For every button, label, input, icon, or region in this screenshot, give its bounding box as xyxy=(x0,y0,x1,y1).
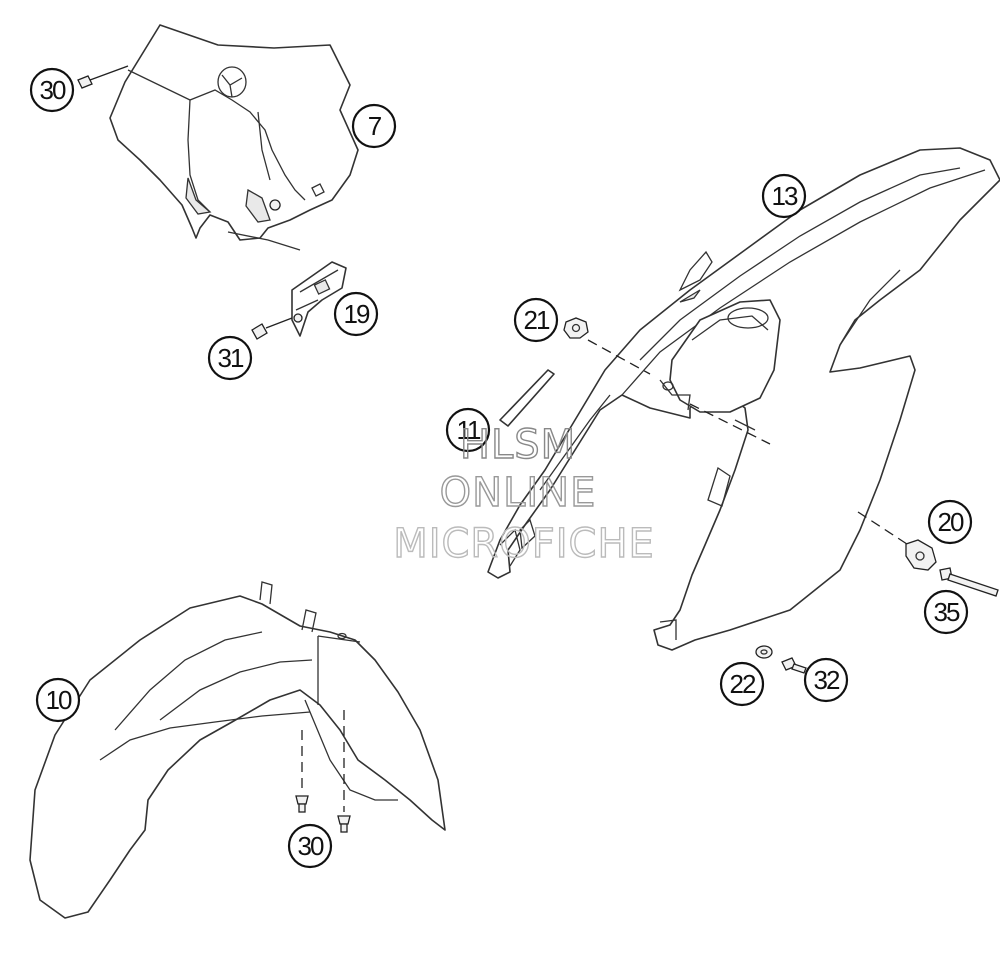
number-plate[interactable] xyxy=(109,24,359,251)
watermark-line2: ONLINE xyxy=(440,470,597,516)
callout-label: 30 xyxy=(298,831,324,861)
watermark-line3: MICROFICHE xyxy=(393,521,655,567)
callout-label: 35 xyxy=(934,597,960,627)
callout-21[interactable]: 21 xyxy=(513,297,559,343)
callout-label: 21 xyxy=(524,305,550,335)
callout-label: 7 xyxy=(368,111,382,141)
screw-32[interactable] xyxy=(781,657,807,674)
bolt-35[interactable] xyxy=(939,567,999,597)
callout-label: 19 xyxy=(344,299,370,329)
washer-22[interactable] xyxy=(755,645,773,659)
callout-label: 10 xyxy=(46,685,72,715)
bolt-30-top[interactable] xyxy=(77,65,129,89)
nut-21[interactable] xyxy=(563,317,771,445)
callout-label: 31 xyxy=(218,343,244,373)
callout-label: 32 xyxy=(814,665,840,695)
decal-strip[interactable] xyxy=(499,369,555,427)
front-fender[interactable] xyxy=(29,581,446,919)
bolt-31[interactable] xyxy=(251,317,293,340)
watermark: HLSM ONLINE MICROFICHE xyxy=(392,421,655,567)
callout-30-bottom[interactable]: 30 xyxy=(287,823,333,869)
watermark-line1: HLSM xyxy=(460,422,576,468)
callout-35[interactable]: 35 xyxy=(923,589,969,635)
callout-label: 22 xyxy=(730,669,756,699)
callout-31[interactable]: 31 xyxy=(207,335,253,381)
bolt-30-bottom[interactable] xyxy=(295,710,351,833)
callout-19[interactable]: 19 xyxy=(333,291,379,337)
callout-label: 11 xyxy=(457,415,482,445)
callout-label: 20 xyxy=(938,507,964,537)
callout-label: 30 xyxy=(40,75,66,105)
callout-7[interactable]: 7 xyxy=(351,103,397,149)
plate-bracket[interactable] xyxy=(291,261,347,337)
callout-11[interactable]: 11 xyxy=(445,407,491,453)
clip-nut-20[interactable] xyxy=(857,511,937,571)
callout-13[interactable]: 13 xyxy=(761,173,807,219)
callout-10[interactable]: 10 xyxy=(35,677,81,723)
callout-label: 13 xyxy=(772,181,798,211)
callout-32[interactable]: 32 xyxy=(803,657,849,703)
rear-fender[interactable] xyxy=(487,147,1000,651)
callout-22[interactable]: 22 xyxy=(719,661,765,707)
callout-20[interactable]: 20 xyxy=(927,499,973,545)
callout-30-top[interactable]: 30 xyxy=(29,67,75,113)
